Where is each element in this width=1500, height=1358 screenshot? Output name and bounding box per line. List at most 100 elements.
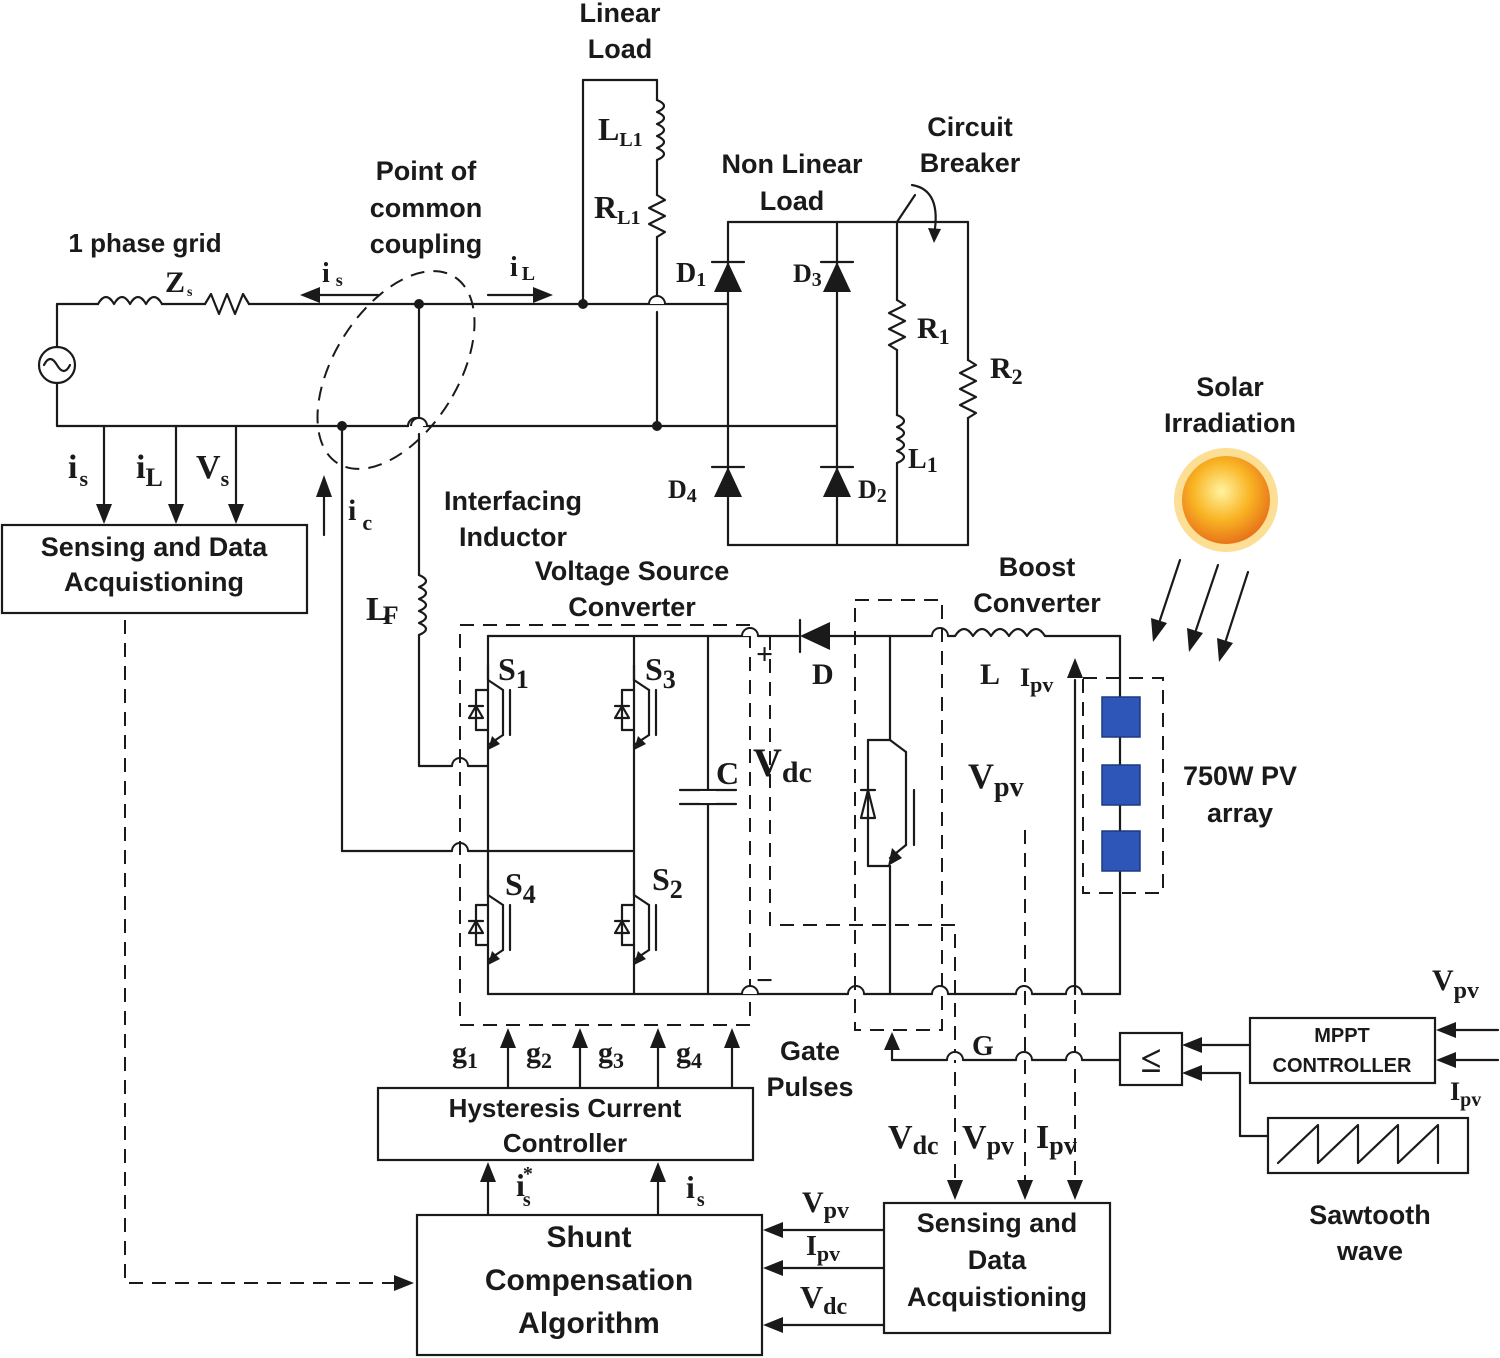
grid-source (37, 302, 77, 428)
label-vsc-2: Converter (568, 592, 696, 622)
label-plus: + (756, 638, 773, 671)
sensing-taps (96, 424, 244, 524)
vsc-boundary (459, 624, 751, 1026)
label-solar-1: Solar (1196, 372, 1264, 402)
label-g2: g2 (526, 1036, 552, 1073)
label-s4: S4 (505, 866, 536, 909)
label-gate-1: Gate (780, 1036, 840, 1066)
label-lf: LF (366, 591, 399, 630)
label-ll1: LL1 (598, 111, 643, 151)
label-nonlinear-2: Load (760, 186, 825, 216)
label-pcc-1: Point of (376, 156, 477, 186)
sawtooth-wave-icon (1276, 1123, 1440, 1165)
mppt-arrows (1182, 1022, 1500, 1138)
sensing-block-1 (0, 523, 309, 615)
label-cb-1: Circuit (927, 112, 1013, 142)
il-arrow (486, 287, 553, 303)
label-pcc-2: common (370, 193, 483, 223)
shunt-compensation-block (415, 1213, 764, 1357)
label-r2: R2 (990, 352, 1023, 389)
label-s2-ipv: Ipv (1036, 1119, 1077, 1160)
label-interfacing-2: Inductor (459, 522, 567, 552)
label-hcc-2: Controller (503, 1128, 627, 1158)
label-sca-1: Shunt (547, 1221, 632, 1254)
label-gate-2: Pulses (766, 1072, 853, 1102)
dc-bus (741, 618, 1122, 996)
label-cb-2: Breaker (920, 148, 1021, 178)
linear-load (581, 78, 667, 428)
label-rl1: RL1 (594, 189, 640, 229)
igbt-s1 (467, 663, 512, 750)
label-boost-2: Converter (973, 588, 1101, 618)
label-g1: g1 (452, 1036, 478, 1073)
label-cap: C (716, 755, 739, 791)
label-mppt-1: MPPT (1314, 1025, 1370, 1047)
pv-boundary (1082, 677, 1164, 894)
g-signal (884, 1032, 1122, 1062)
igbt-s3 (613, 663, 658, 750)
label-in-vdc: Vdc (800, 1279, 847, 1320)
label-is-star: i*s (516, 1163, 533, 1211)
label-boost-1: Boost (999, 552, 1076, 582)
label-in-ipv: Ipv (806, 1231, 840, 1266)
label-l-boost: L (980, 658, 1000, 691)
label-mppt-vpv: Vpv (1432, 964, 1479, 1004)
label-comparator: ≤ (1141, 1039, 1162, 1081)
label-s3: S3 (645, 651, 676, 694)
label-d4: D4 (668, 475, 697, 507)
label-in-vpv: Vpv (802, 1186, 849, 1224)
label-s2: S2 (652, 861, 683, 904)
label-sense-is: is (68, 449, 88, 491)
label-r1: R1 (917, 312, 950, 349)
comparator-block (1118, 1031, 1184, 1087)
top-line (55, 292, 730, 316)
label-hcc-1: Hysteresis Current (449, 1093, 682, 1123)
label-d3: D3 (793, 259, 822, 291)
label-vdc: Vdc (753, 740, 812, 789)
dashed-link (124, 620, 395, 1284)
igbt-s4 (467, 878, 512, 965)
label-s2-vpv: Vpv (962, 1119, 1014, 1160)
label-saw-2: wave (1336, 1236, 1403, 1266)
sensing-block-2 (882, 1201, 1112, 1335)
label-pv-1: 750W PV (1183, 761, 1297, 791)
label-solar-2: Irradiation (1164, 408, 1296, 438)
label-s1: S1 (498, 651, 529, 694)
label-sense1-1: Sensing and Data (41, 532, 269, 562)
sun-icon (1174, 448, 1278, 552)
diode-bridge (710, 183, 978, 547)
mppt-block (1248, 1016, 1437, 1085)
interfacing-wires (316, 302, 636, 853)
label-minus: − (756, 964, 773, 997)
label-sense-il: iL (136, 449, 163, 492)
label-saw-1: Sawtooth (1309, 1200, 1431, 1230)
gate-pulse-arrows (500, 1028, 740, 1090)
label-interfacing-1: Interfacing (444, 486, 582, 516)
label-linear-2: Load (588, 34, 653, 64)
label-diode-d: D (812, 658, 834, 691)
label-g4: g4 (676, 1036, 702, 1073)
shunt-input-arrows (763, 1222, 886, 1333)
label-g-sig: G (972, 1031, 994, 1062)
label-d1: D1 (676, 258, 706, 291)
label-sense-vs: Vs (196, 449, 230, 491)
boost-boundary (854, 599, 943, 1031)
label-sca-3: Algorithm (518, 1307, 660, 1340)
label-grid: 1 phase grid (68, 228, 221, 258)
label-s2-vdc: Vdc (888, 1119, 939, 1160)
hcc-input-arrows (480, 1162, 666, 1217)
vsc-switches (486, 634, 752, 996)
label-sense2-3: Acquistioning (907, 1282, 1087, 1312)
label-pv-2: array (1207, 798, 1273, 828)
label-pcc-3: coupling (370, 229, 482, 259)
label-ipv: Ipv (1020, 663, 1053, 697)
label-l1: L1 (908, 444, 938, 477)
label-sense2-1: Sensing and (917, 1208, 1078, 1238)
hysteresis-controller-block (376, 1086, 755, 1162)
pcc-ellipse (316, 270, 476, 470)
